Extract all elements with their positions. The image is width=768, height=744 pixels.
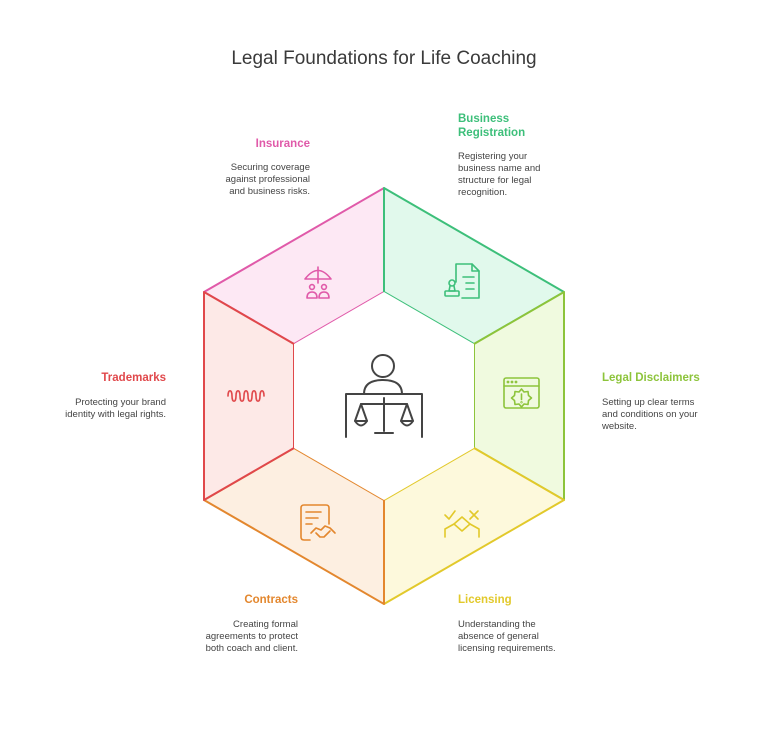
description-insurance: Securing coverage against professional a… xyxy=(225,162,311,197)
umbrella-people-icon xyxy=(304,266,332,299)
label-business-registration: Business Registration xyxy=(458,113,526,139)
description-trademarks: Protecting your brand identity with lega… xyxy=(65,397,166,420)
label-licensing: Licensing xyxy=(458,594,512,606)
center-hexagon xyxy=(294,292,474,500)
description-licensing: Understanding the absence of general lic… xyxy=(458,619,556,654)
label-contracts: Contracts xyxy=(244,594,298,606)
person-scales-icon xyxy=(345,354,423,438)
label-trademarks: Trademarks xyxy=(101,372,166,384)
page-title: Legal Foundations for Life Coaching xyxy=(231,48,537,69)
description-business-registration: Registering your business name and struc… xyxy=(458,151,541,198)
check-cross-hands-icon xyxy=(444,510,480,538)
label-legal-disclaimers: Legal Disclaimers xyxy=(602,372,700,384)
description-contracts: Creating formal agreements to protect bo… xyxy=(205,619,298,654)
description-legal-disclaimers: Setting up clear terms and conditions on… xyxy=(602,397,698,432)
label-insurance: Insurance xyxy=(255,138,310,150)
browser-alert-icon xyxy=(503,377,540,409)
contract-handshake-icon xyxy=(300,504,336,541)
waveform-icon xyxy=(227,389,265,403)
document-stamp-icon xyxy=(444,263,480,299)
